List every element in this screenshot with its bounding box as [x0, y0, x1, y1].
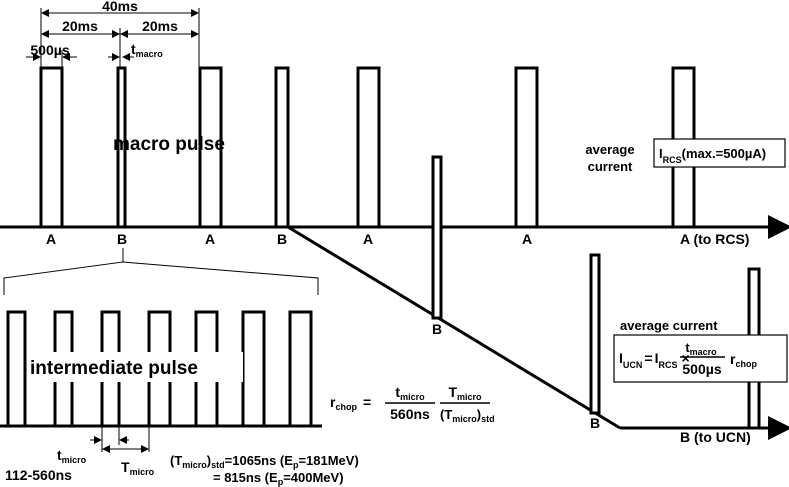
period-20ms-label-a: 20ms	[62, 18, 98, 34]
rcs-current-box	[653, 138, 786, 168]
pulse-label-b-low: B	[590, 415, 600, 431]
timing-dimensions	[26, 8, 200, 68]
expand-line-left	[3, 248, 124, 295]
avg-current-label-2: average current	[620, 318, 718, 333]
macro-pulse-a2	[198, 66, 223, 229]
ucn-diagonal-beamline	[287, 225, 621, 430]
macro-pulse-a4	[514, 66, 539, 229]
t-macro-label: tmacro	[131, 41, 163, 59]
svg-text:560ns: 560ns	[390, 406, 430, 422]
pulse-label-a1: A	[46, 231, 56, 247]
t-micro-label: tmicro	[57, 447, 87, 465]
to-ucn-label: B (to UCN)	[680, 429, 751, 445]
macro-pulse-b1	[116, 66, 127, 229]
t-micro-range-label: 112-560ns	[5, 467, 72, 483]
macro-pulse-label: macro pulse	[113, 134, 225, 155]
avg-current-label-1a: average	[585, 142, 634, 157]
T-micro-label: Tmicro	[121, 459, 155, 477]
macro-pulse-a3	[356, 66, 381, 229]
pulse-label-a2: A	[205, 231, 215, 247]
std-value-line-2: = 815ns (Ep=400MeV)	[213, 470, 344, 487]
ucn-current-formula: IUCN=IRCS× tmacro 500µs rchop	[619, 340, 757, 377]
macro-pulse-b2	[274, 66, 290, 229]
rcs-current-formula: IRCS(max.=500µA)	[659, 146, 766, 165]
intermediate-label-bg	[28, 352, 243, 382]
svg-text:rchop=: rchop=	[330, 394, 371, 412]
micro-dimensions	[90, 426, 150, 453]
svg-text:(Tmicro)std: (Tmicro)std	[440, 407, 495, 424]
pulse-label-a4: A	[522, 231, 532, 247]
std-value-line-1: (Tmicro)std=1065ns (Ep=181MeV)	[170, 453, 359, 470]
svg-text:tmacro: tmacro	[685, 340, 717, 357]
period-20ms-label-b: 20ms	[142, 18, 178, 34]
pulse-label-b-mid: B	[432, 321, 442, 337]
expand-line-right	[122, 261, 319, 295]
svg-text:tmicro: tmicro	[395, 384, 425, 402]
ucn-pulse-low	[589, 253, 601, 415]
rchop-formula: rchop= tmicro 560ns Tmicro (Tmicro)std	[330, 384, 495, 424]
intermediate-pulse-1	[6, 310, 27, 428]
macro-pulse-a1	[39, 66, 64, 229]
ucn-pulse-mid	[431, 155, 443, 320]
pulse-width-label: 500µs	[30, 42, 69, 58]
pulse-label-a3: A	[363, 231, 373, 247]
period-40ms-label: 40ms	[102, 0, 138, 14]
svg-text:Tmicro: Tmicro	[448, 384, 482, 402]
intermediate-pulse-label: intermediate pulse	[30, 358, 198, 379]
svg-text:500µs: 500µs	[682, 361, 721, 377]
pulse-label-b1: B	[117, 231, 127, 247]
ucn-current-box	[613, 334, 788, 383]
to-rcs-label: A (to RCS)	[680, 231, 749, 247]
intermediate-pulse-6	[241, 310, 266, 428]
svg-text:IUCN=IRCS×: IUCN=IRCS×	[619, 350, 690, 370]
avg-current-label-1b: current	[588, 159, 633, 174]
svg-text:rchop: rchop	[730, 351, 757, 369]
intermediate-pulse-7	[288, 310, 313, 428]
pulse-label-b2: B	[277, 231, 287, 247]
